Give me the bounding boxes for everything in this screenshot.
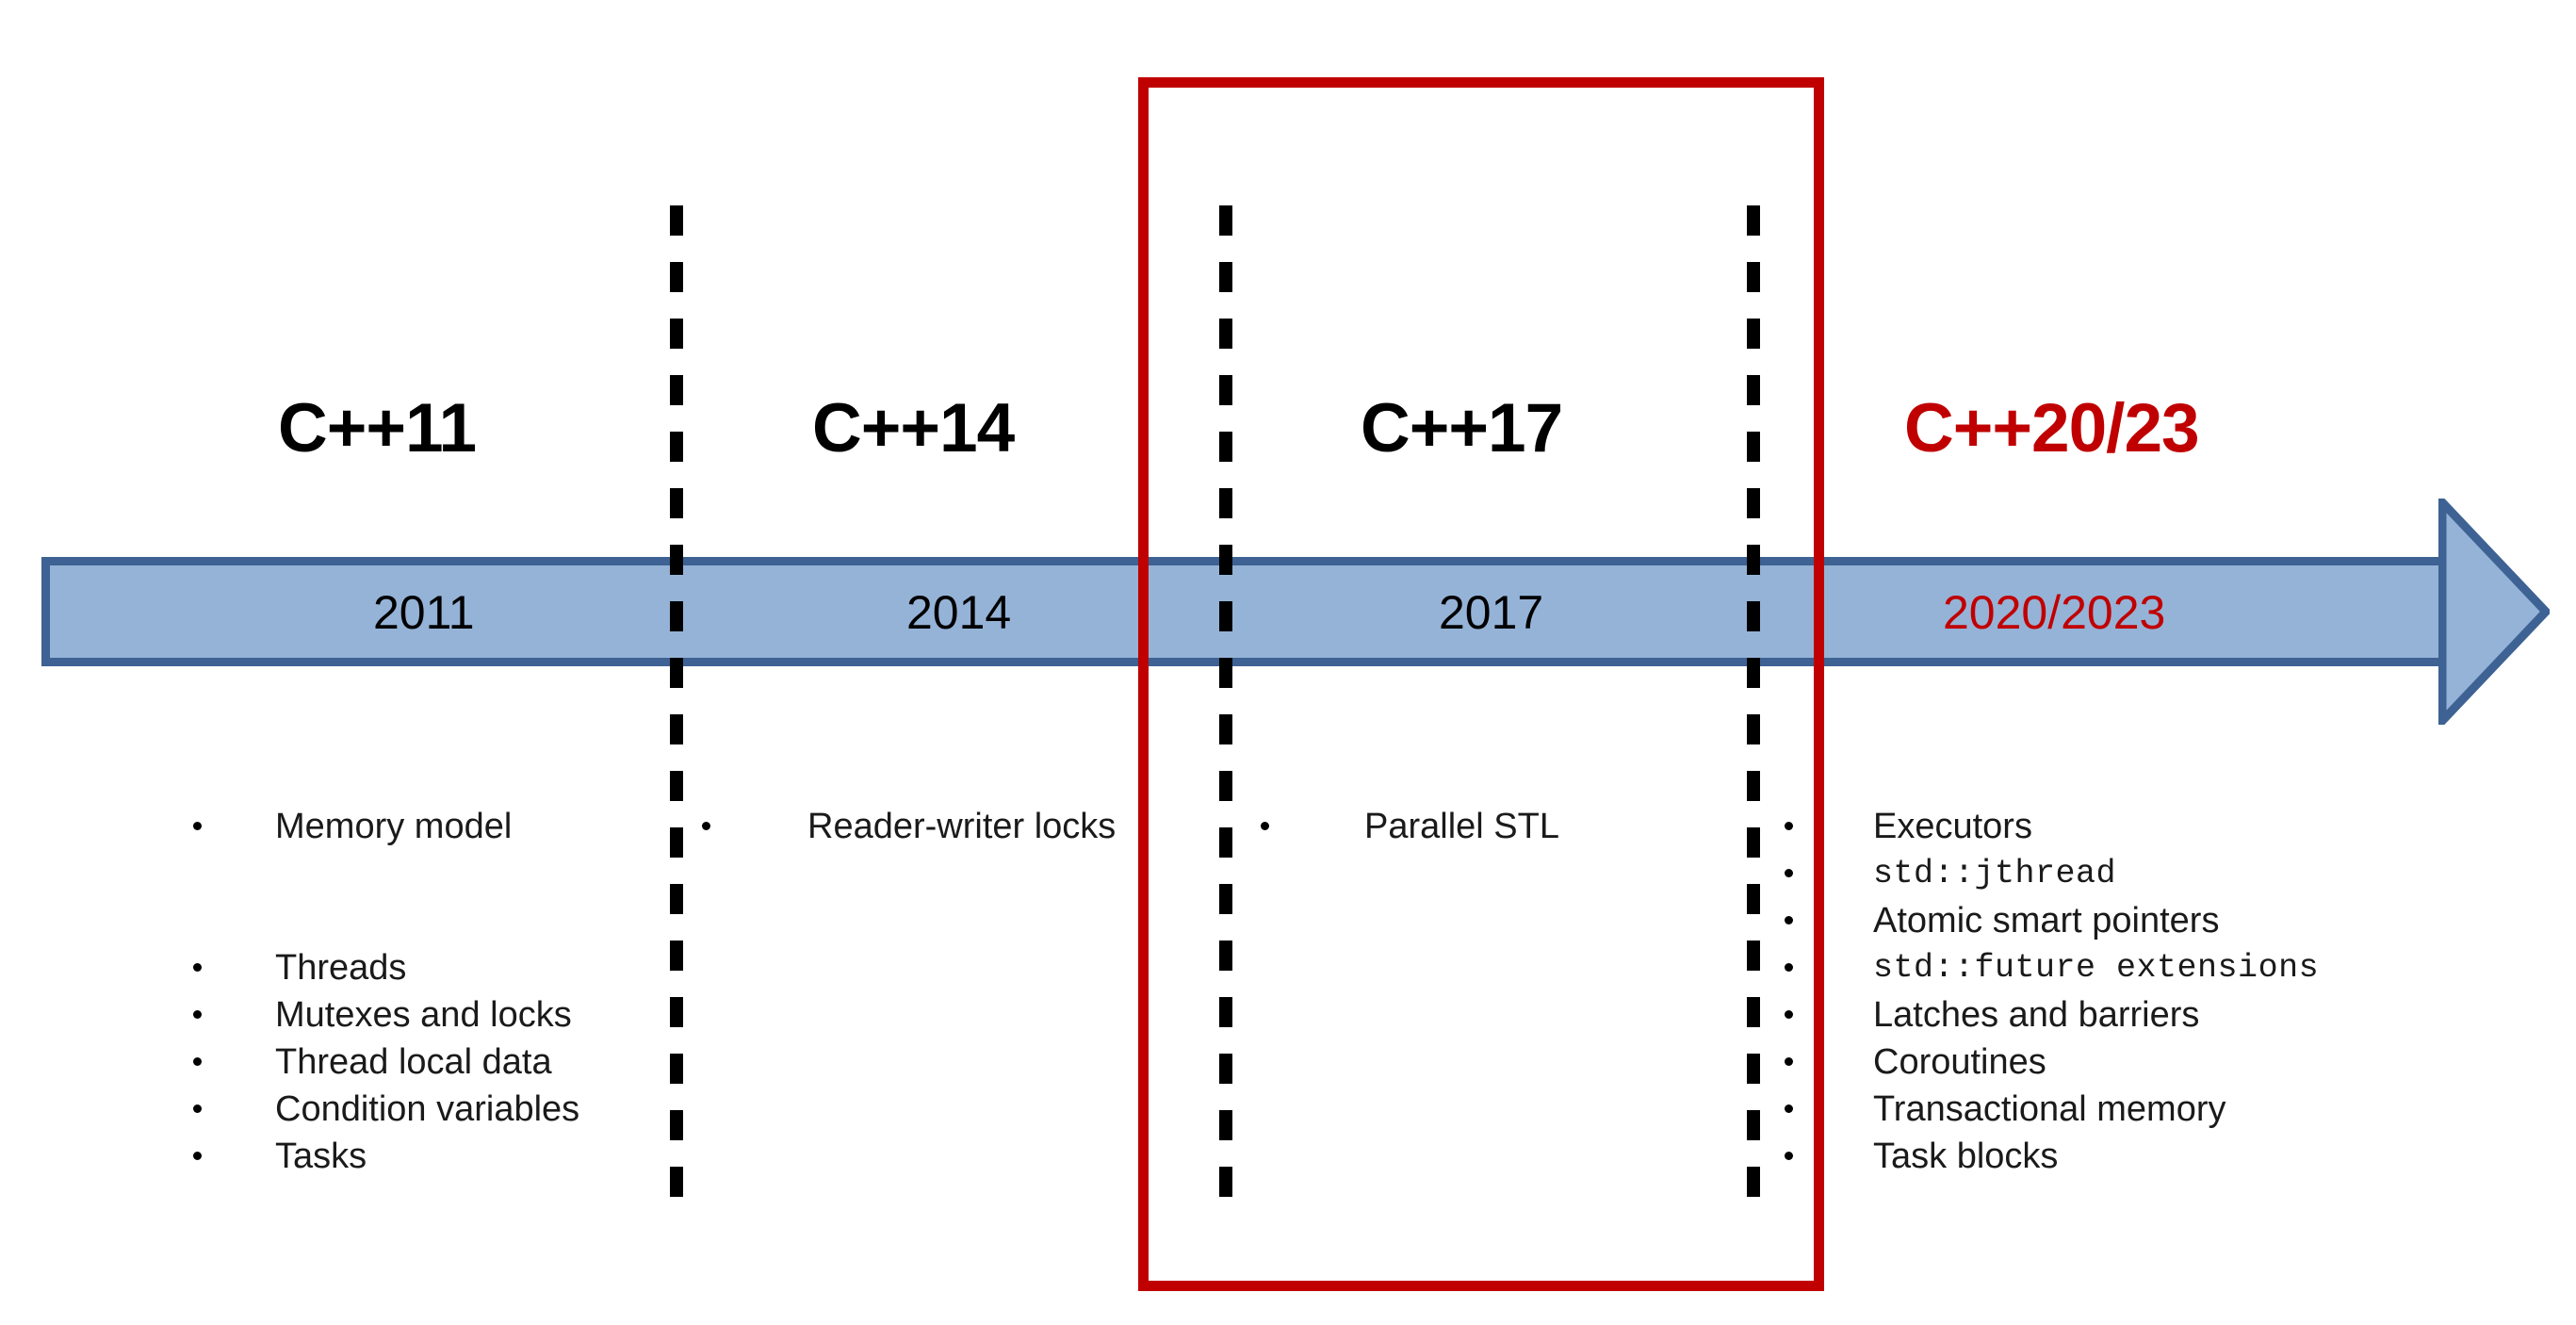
feature-label: Threads bbox=[275, 948, 407, 988]
bullet-icon bbox=[193, 1152, 202, 1160]
timeline-arrow-head bbox=[2438, 499, 2550, 725]
feature-label: std::future extensions bbox=[1873, 949, 2320, 987]
bullet-icon bbox=[193, 1057, 202, 1066]
bullet-icon bbox=[1785, 1152, 1793, 1160]
feature-label: Mutexes and locks bbox=[275, 995, 572, 1035]
bullet-icon bbox=[1785, 1104, 1793, 1113]
bullet-icon bbox=[1785, 963, 1793, 972]
bullet-icon bbox=[193, 822, 202, 830]
era-year-2011: 2011 bbox=[373, 586, 475, 639]
bullet-icon bbox=[1785, 1010, 1793, 1019]
era-divider-2 bbox=[1219, 205, 1232, 1221]
feature-label: std::jthread bbox=[1873, 855, 2117, 892]
bullet-icon bbox=[193, 963, 202, 972]
feature-label: Executors bbox=[1873, 807, 2032, 846]
feature-label: Thread local data bbox=[275, 1042, 552, 1082]
feature-label: Coroutines bbox=[1873, 1042, 2046, 1082]
era-divider-1 bbox=[670, 205, 683, 1221]
era-year-2014: 2014 bbox=[906, 586, 1012, 639]
era-heading-cpp17: C++17 bbox=[1361, 390, 1563, 466]
era-heading-cpp2023: C++20/23 bbox=[1904, 390, 2200, 466]
feature-label: Task blocks bbox=[1873, 1137, 2059, 1176]
bullet-icon bbox=[1785, 869, 1793, 877]
bullet-icon bbox=[1785, 916, 1793, 924]
bullet-icon bbox=[1785, 822, 1793, 830]
era-divider-3 bbox=[1747, 205, 1760, 1221]
bullet-icon bbox=[702, 822, 710, 830]
era-heading-cpp11: C++11 bbox=[278, 390, 477, 466]
feature-label: Latches and barriers bbox=[1873, 995, 2200, 1035]
era-year-2017: 2017 bbox=[1439, 586, 1544, 639]
feature-label: Condition variables bbox=[275, 1089, 580, 1129]
cpp17-highlight-box bbox=[1138, 77, 1824, 1291]
feature-label: Memory model bbox=[275, 807, 513, 846]
feature-label: Parallel STL bbox=[1364, 807, 1559, 846]
feature-label: Atomic smart pointers bbox=[1873, 901, 2220, 941]
bullet-icon bbox=[1785, 1057, 1793, 1066]
bullet-icon bbox=[193, 1010, 202, 1019]
era-year-2020-2023: 2020/2023 bbox=[1943, 586, 2166, 639]
feature-label: Transactional memory bbox=[1873, 1089, 2226, 1129]
feature-label: Tasks bbox=[275, 1137, 367, 1176]
timeline-arrow-shaft bbox=[41, 557, 2446, 666]
bullet-icon bbox=[1261, 822, 1269, 830]
feature-label: Reader-writer locks bbox=[807, 807, 1117, 846]
era-heading-cpp14: C++14 bbox=[812, 390, 1015, 466]
bullet-icon bbox=[193, 1104, 202, 1113]
